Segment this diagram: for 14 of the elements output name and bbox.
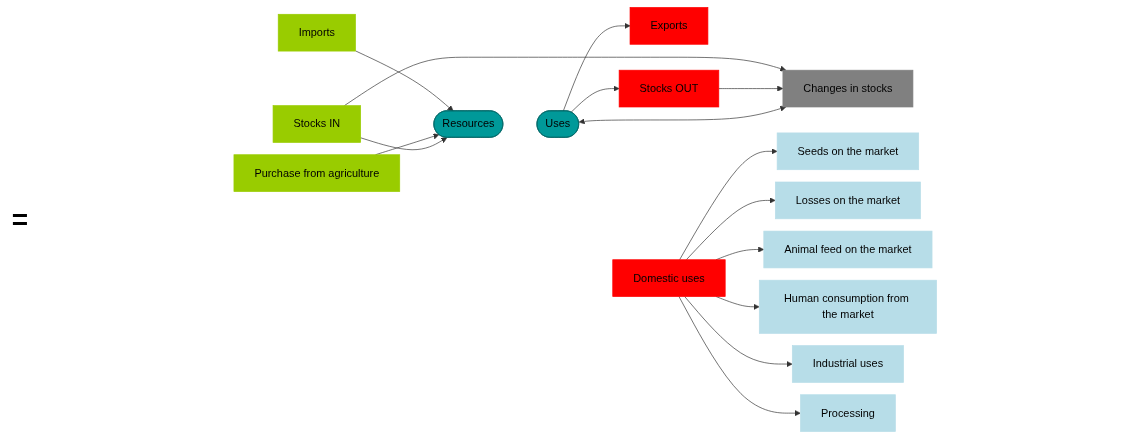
node-box: Industrial uses: [792, 345, 905, 383]
node-box: Stocks OUT: [619, 69, 720, 108]
node-box: Stocks IN: [272, 105, 362, 143]
node-box: Seeds on the market: [777, 132, 920, 171]
node-box: Domestic uses: [612, 259, 726, 297]
node-box: Imports: [278, 13, 357, 52]
node-box: Human consumption from the market: [759, 279, 938, 334]
equals-sign: =: [10, 203, 30, 236]
node-box: Processing: [800, 394, 896, 432]
node-box: Losses on the market: [775, 181, 922, 220]
node-box: Exports: [629, 7, 709, 45]
node-box: Animal feed on the market: [763, 230, 933, 269]
node-box: Purchase from agriculture: [233, 154, 401, 192]
node-box: Changes in stocks: [782, 69, 914, 108]
